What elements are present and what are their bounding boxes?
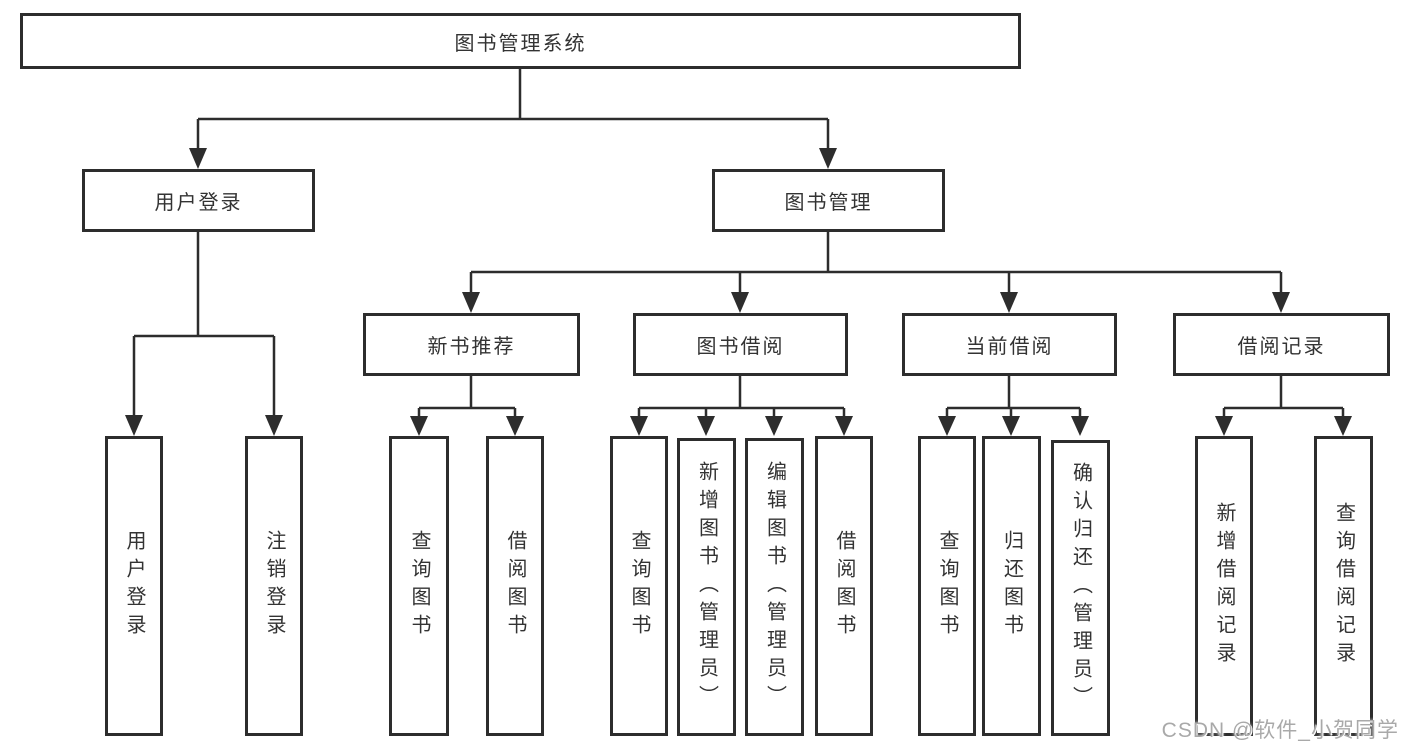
- arrowhead: [1334, 416, 1352, 436]
- arrowhead: [1215, 416, 1233, 436]
- arrowhead: [819, 148, 837, 169]
- leaf-bb-query-books: 查询图书: [610, 436, 668, 736]
- leaf-br-add-record: 新增借阅记录: [1195, 436, 1253, 736]
- leaf-user-login-label: 用户登录: [123, 530, 145, 642]
- leaf-cb-return-books: 归还图书: [982, 436, 1041, 736]
- leaf-cb-query-books-label: 查询图书: [936, 530, 958, 642]
- connector-book-management: [469, 232, 1283, 295]
- node-borrow-records: 借阅记录: [1173, 313, 1390, 376]
- arrowhead: [765, 416, 783, 436]
- leaf-nbr-query-books-label: 查询图书: [408, 530, 430, 642]
- arrowhead: [731, 292, 749, 313]
- leaf-cb-confirm-return-admin: 确认归还（管理员）: [1051, 440, 1110, 736]
- csdn-watermark: CSDN @软件_小贺同学: [1161, 719, 1399, 742]
- arrowhead: [1071, 416, 1089, 436]
- leaf-bb-query-books-label: 查询图书: [628, 530, 650, 642]
- arrowhead: [835, 416, 853, 436]
- node-new-book-recommend: 新书推荐: [363, 313, 580, 376]
- leaf-bb-edit-books-admin: 编辑图书（管理员）: [745, 438, 804, 736]
- node-book-borrow: 图书借阅: [633, 313, 848, 376]
- leaf-bb-borrow-books: 借阅图书: [815, 436, 873, 736]
- connector-user-login: [132, 232, 276, 417]
- arrowhead: [189, 148, 207, 169]
- arrowhead: [1002, 416, 1020, 436]
- connector-book-borrow: [637, 376, 846, 418]
- leaf-nbr-borrow-books-label: 借阅图书: [504, 530, 526, 642]
- node-book-management-label: 图书管理: [784, 192, 873, 214]
- leaf-br-query-record: 查询借阅记录: [1314, 436, 1373, 736]
- arrowhead: [938, 416, 956, 436]
- arrowhead: [630, 416, 648, 436]
- leaf-br-query-record-label: 查询借阅记录: [1332, 502, 1355, 670]
- arrowhead: [410, 416, 428, 436]
- node-user-login: 用户登录: [82, 169, 315, 232]
- leaf-nbr-query-books: 查询图书: [389, 436, 449, 736]
- leaf-cb-return-books-label: 归还图书: [1000, 530, 1023, 642]
- leaf-cb-query-books: 查询图书: [918, 436, 976, 736]
- node-book-management: 图书管理: [712, 169, 945, 232]
- leaf-bb-add-books-admin: 新增图书（管理员）: [677, 438, 736, 736]
- arrowhead: [1000, 292, 1018, 313]
- node-book-borrow-label: 图书借阅: [696, 336, 785, 358]
- leaf-bb-borrow-books-label: 借阅图书: [833, 530, 855, 642]
- node-borrow-records-label: 借阅记录: [1237, 336, 1326, 358]
- leaf-logout-login: 注销登录: [245, 436, 303, 736]
- leaf-br-add-record-label: 新增借阅记录: [1213, 502, 1235, 670]
- arrowhead: [265, 415, 283, 436]
- arrowheads: [125, 148, 1352, 436]
- node-root: 图书管理系统: [20, 13, 1021, 69]
- node-root-label: 图书管理系统: [454, 32, 587, 55]
- arrowhead: [697, 416, 715, 436]
- leaf-bb-add-books-admin-label: 新增图书（管理员）: [695, 461, 718, 713]
- node-current-borrow: 当前借阅: [902, 313, 1117, 376]
- node-current-borrow-label: 当前借阅: [965, 336, 1054, 358]
- node-user-login-label: 用户登录: [154, 192, 243, 214]
- leaf-nbr-borrow-books: 借阅图书: [486, 436, 544, 736]
- leaf-bb-edit-books-admin-label: 编辑图书（管理员）: [763, 461, 786, 713]
- arrowhead: [1272, 292, 1290, 313]
- arrowhead: [462, 292, 480, 313]
- node-new-book-recommend-label: 新书推荐: [427, 336, 516, 358]
- connector-root: [196, 69, 830, 150]
- leaf-cb-confirm-return-admin-label: 确认归还（管理员）: [1069, 462, 1092, 714]
- arrowhead: [125, 415, 143, 436]
- leaf-logout-login-label: 注销登录: [263, 530, 285, 642]
- connector-borrow-records: [1222, 376, 1345, 418]
- connector-new-book-recommend: [417, 376, 517, 418]
- arrowhead: [506, 416, 524, 436]
- leaf-user-login: 用户登录: [105, 436, 163, 736]
- connector-current-borrow: [945, 376, 1082, 418]
